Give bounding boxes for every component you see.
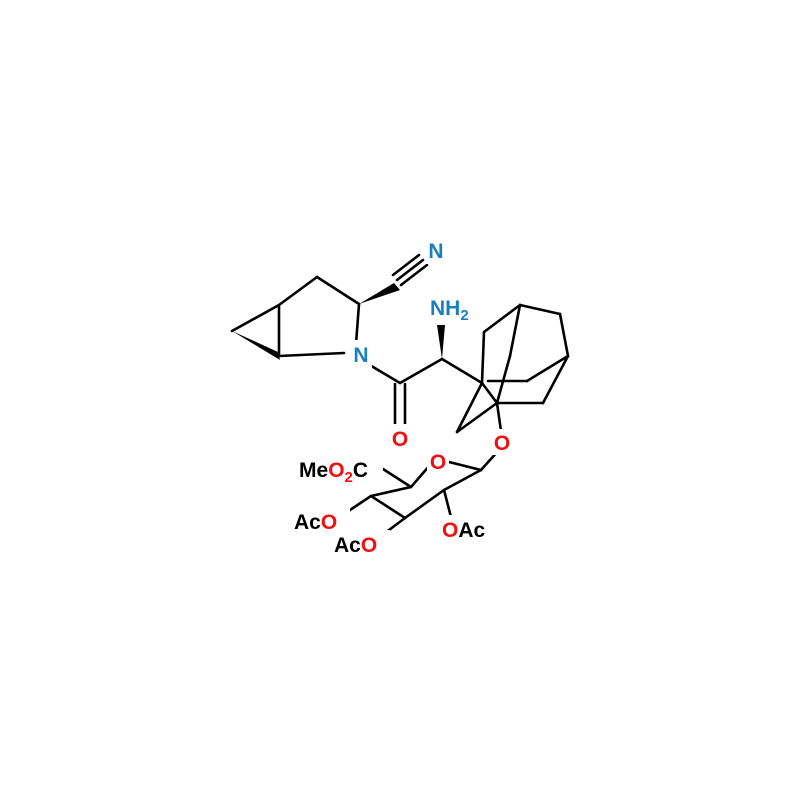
- oac-ac: Ac: [458, 519, 485, 542]
- wedge-bond: [232, 331, 280, 360]
- bond: [369, 485, 413, 498]
- ester-o-count: 2: [345, 469, 353, 486]
- aco-label-2: AcO: [334, 534, 377, 557]
- label-backdrop: [425, 236, 447, 264]
- label-backdrop: [427, 448, 449, 474]
- amine-n: N: [430, 297, 445, 320]
- ring-n-label: N: [353, 344, 368, 367]
- bond: [381, 467, 413, 489]
- ether-o-label: O: [494, 432, 510, 455]
- bond: [455, 381, 484, 434]
- bond: [541, 354, 570, 405]
- ester-o: O: [328, 459, 344, 482]
- label-backdrop: [332, 530, 390, 558]
- bond: [495, 354, 512, 405]
- bond: [366, 362, 402, 385]
- ring-o-label: O: [430, 451, 446, 474]
- bond: [354, 302, 361, 346]
- aco-ac-1: Ac: [294, 511, 321, 534]
- oac-o: O: [442, 519, 458, 542]
- ester-c: C: [353, 459, 368, 482]
- carbonyl-o-label: O: [392, 428, 408, 451]
- bond: [455, 401, 499, 434]
- aco-label-1: AcO: [294, 511, 337, 534]
- bond-layer: [230, 253, 570, 538]
- triple-bond-line: [395, 258, 425, 282]
- wedge-bond: [359, 283, 400, 304]
- label-backdrop: [440, 515, 498, 543]
- label-backdrop: [427, 295, 471, 322]
- nitrile-n-label: N: [428, 240, 443, 263]
- ester-me: Me: [299, 459, 328, 482]
- bond: [480, 330, 486, 385]
- bond: [403, 488, 446, 520]
- bond: [495, 401, 503, 433]
- bond: [398, 357, 444, 385]
- wedge-bond: [437, 325, 445, 359]
- bond: [518, 303, 562, 316]
- bond: [442, 468, 483, 492]
- bond: [447, 460, 483, 472]
- bond: [277, 275, 319, 307]
- bond: [525, 354, 570, 383]
- label-backdrop: [389, 424, 411, 452]
- bond: [315, 275, 361, 306]
- bond: [369, 494, 407, 520]
- atom-labels: N NH2 N O O O MeO2C OAc AcO AcO: [292, 236, 513, 558]
- bond: [558, 312, 570, 358]
- aco-ac-2: Ac: [334, 534, 361, 557]
- triple-bond-line: [399, 263, 429, 287]
- bond: [482, 303, 522, 334]
- bond: [440, 357, 484, 385]
- bond: [409, 463, 432, 489]
- bond: [277, 351, 346, 358]
- aco-o-2: O: [361, 534, 377, 557]
- oac-label: OAc: [442, 519, 486, 542]
- amine-nh2-label: NH2: [430, 297, 469, 324]
- bond: [345, 494, 373, 514]
- label-backdrop: [491, 429, 513, 455]
- label-backdrop: [350, 340, 372, 368]
- methyl-ester-label: MeO2C: [299, 459, 368, 486]
- amine-h-count: 2: [460, 307, 468, 324]
- bond: [480, 381, 499, 405]
- stereo-wedges: [232, 283, 445, 360]
- amine-h: H: [445, 297, 460, 320]
- bond: [230, 303, 281, 333]
- bond: [508, 303, 522, 358]
- triple-bond-line: [391, 253, 421, 277]
- label-backdrop: [297, 456, 383, 488]
- aco-o-1: O: [321, 511, 337, 534]
